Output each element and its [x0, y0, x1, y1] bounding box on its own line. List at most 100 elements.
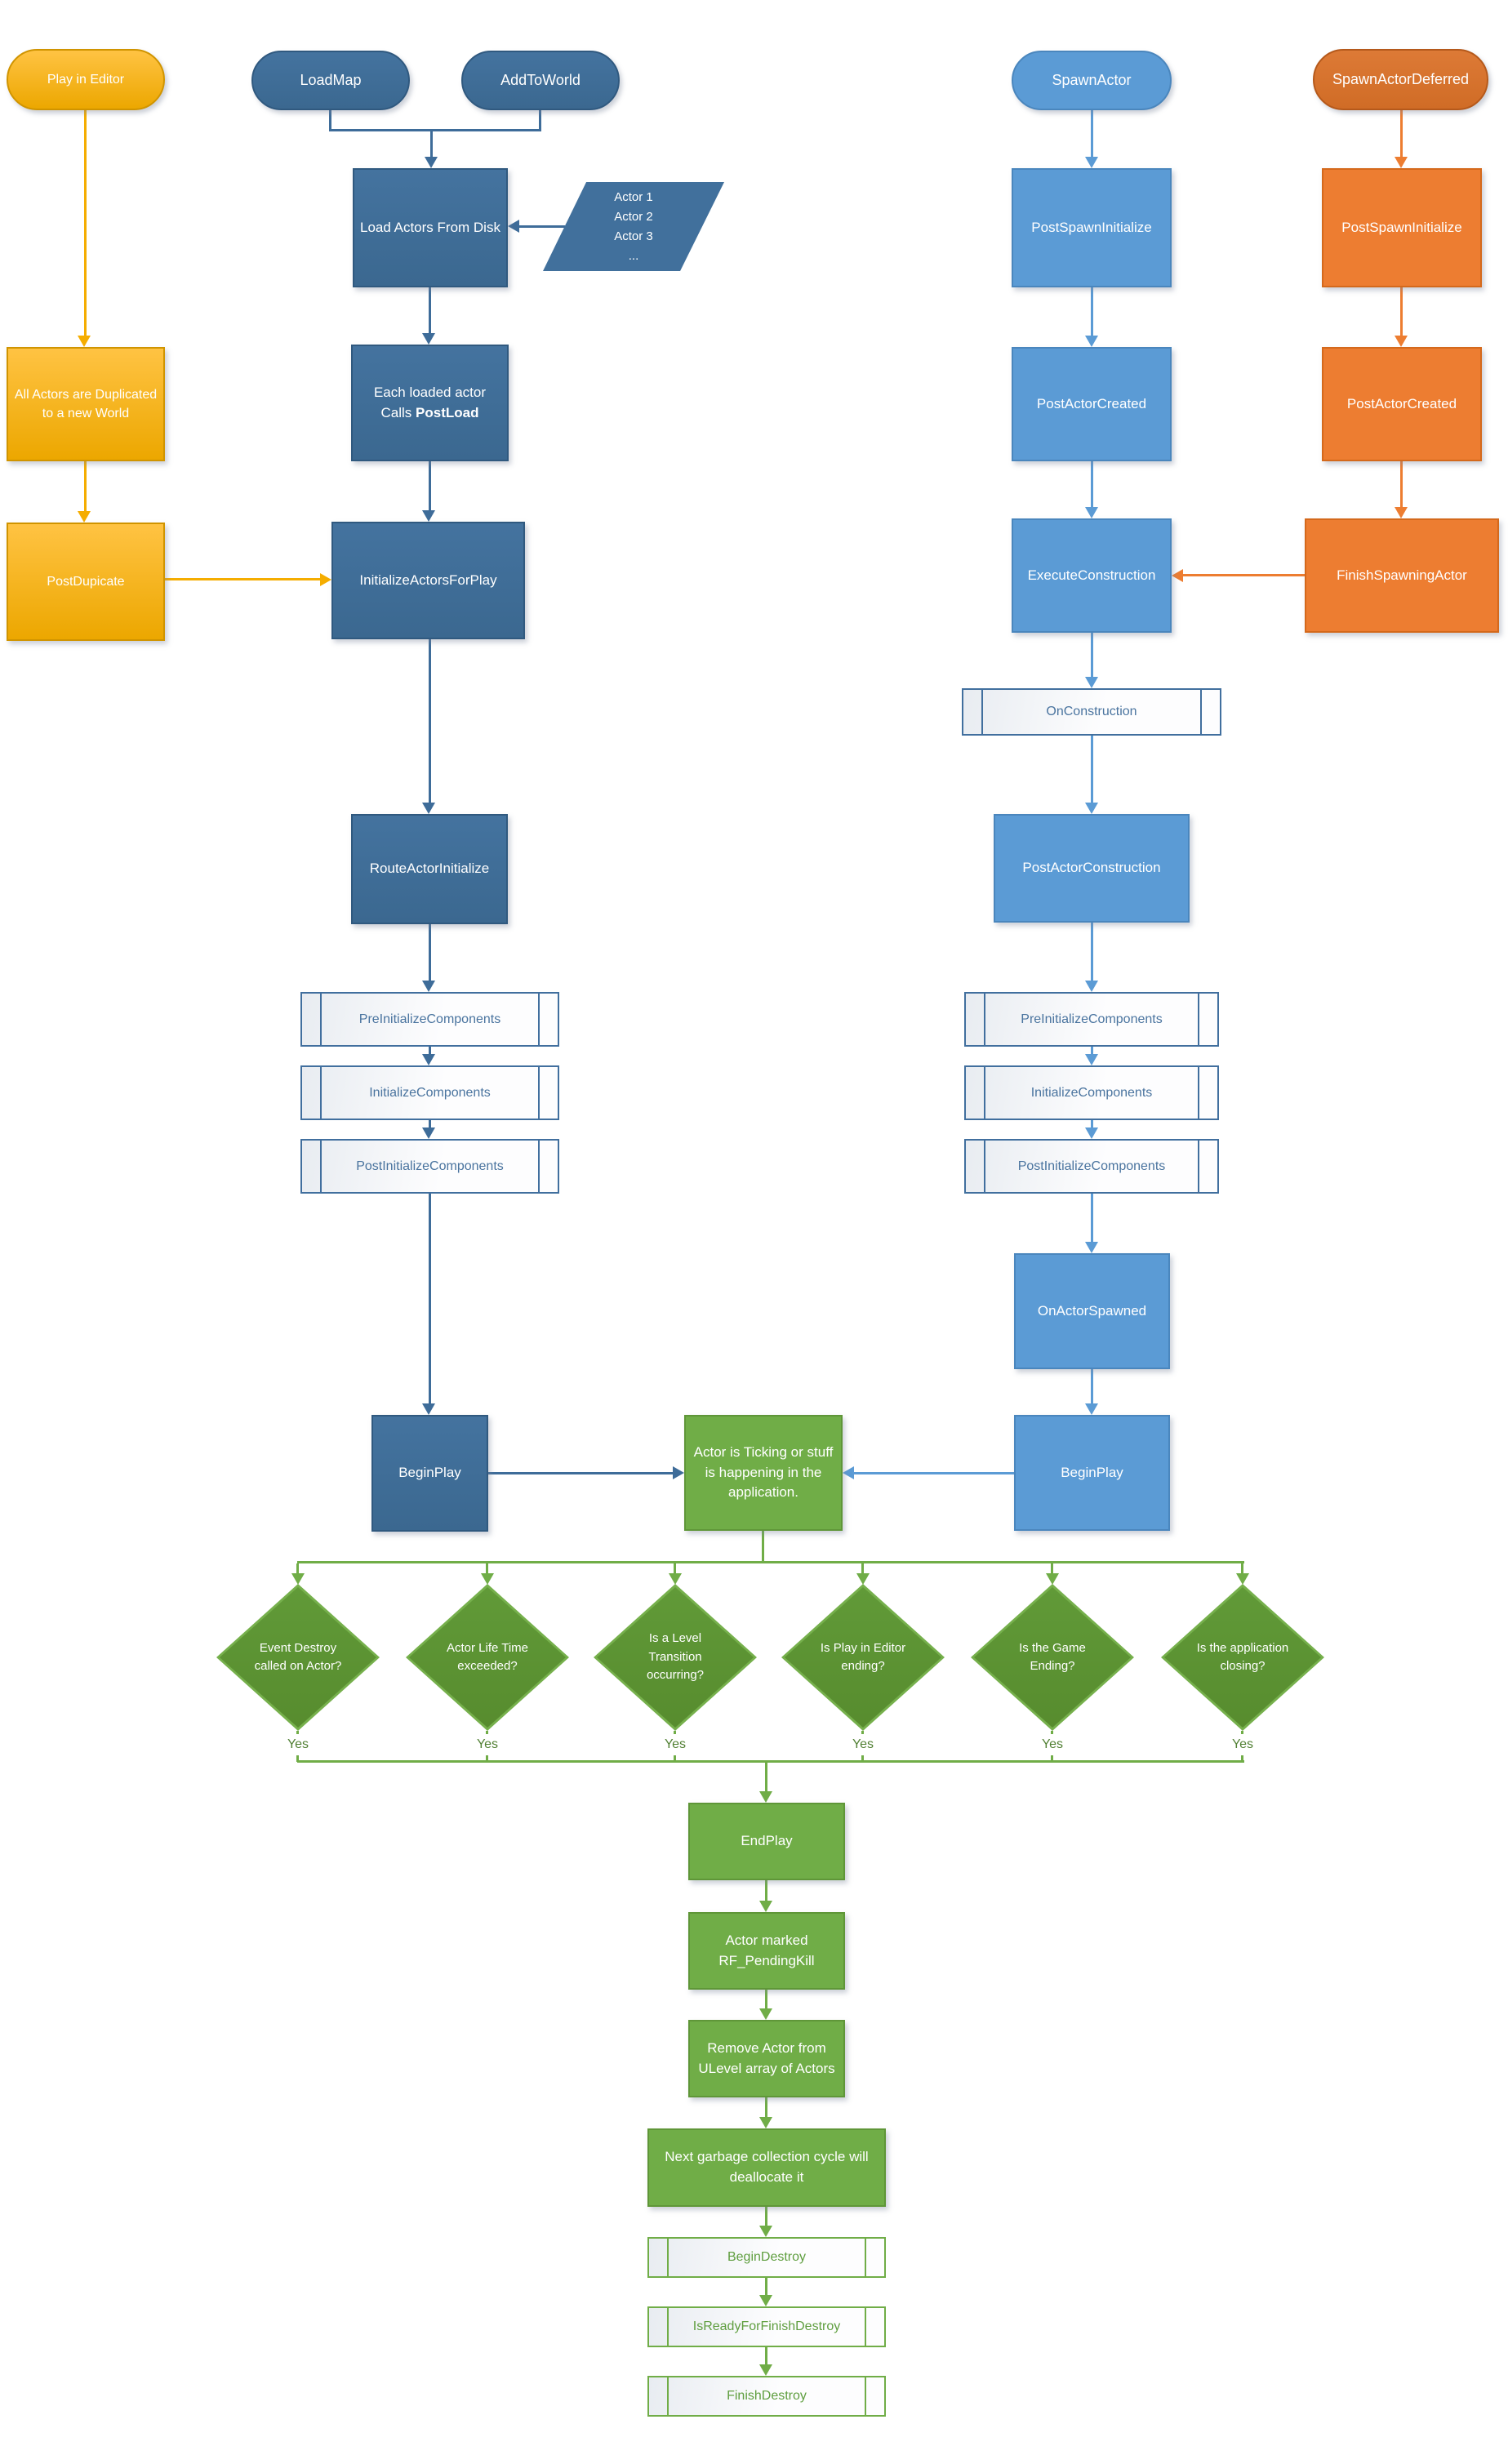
edge-line [539, 110, 541, 131]
arrowhead-icon [1395, 336, 1408, 347]
edge-line [1091, 633, 1093, 677]
yes-label: Yes [1032, 1734, 1073, 1755]
node-add-to-world: AddToWorld [461, 51, 620, 110]
edge-line [84, 110, 87, 336]
edge-line [429, 461, 431, 510]
arrowhead-icon [843, 1466, 854, 1479]
edge-line [1400, 110, 1403, 157]
actor-list-item: Actor 2 [614, 209, 653, 224]
arrowhead-icon [1085, 1403, 1098, 1415]
arrowhead-icon [1085, 157, 1098, 168]
edge-line [1091, 1120, 1093, 1127]
decision-level-transition: Is a Level Transition occurring? [594, 1584, 757, 1731]
decision-label: Event Destroy called on Actor? [254, 1640, 342, 1674]
actor-list-item: Actor 3 [614, 229, 653, 243]
node-post-actor-created-deferred: PostActorCreated [1322, 347, 1482, 461]
decision-life-time: Actor Life Time exceeded? [406, 1584, 569, 1731]
edge-line [861, 1563, 864, 1573]
node-on-actor-spawned: OnActorSpawned [1014, 1253, 1170, 1369]
node-actor-marked-pending-kill: Actor marked RF_PendingKill [688, 1912, 845, 1990]
yes-label: Yes [467, 1734, 508, 1755]
edge-line [488, 1472, 673, 1474]
arrowhead-icon [1085, 336, 1098, 347]
node-actor-ticking: Actor is Ticking or stuff is happening i… [684, 1415, 843, 1531]
arrowhead-icon [1172, 569, 1183, 582]
node-label: Each loaded actor Calls PostLoad [374, 383, 486, 423]
arrowhead-icon [1085, 1242, 1098, 1253]
node-play-in-editor: Play in Editor [7, 49, 165, 110]
arrowhead-icon [422, 1127, 435, 1139]
arrowhead-icon [1046, 1573, 1059, 1585]
decision-label: Is the Game Ending? [1019, 1640, 1086, 1674]
node-begin-destroy: BeginDestroy [647, 2237, 886, 2278]
edge-line [1091, 736, 1093, 803]
edge-line [765, 2347, 767, 2364]
arrowhead-icon [481, 1573, 494, 1585]
edge-line [430, 129, 433, 157]
decision-label: Is Play in Editor ending? [820, 1640, 906, 1674]
actor-list-item: Actor 1 [614, 189, 653, 204]
node-begin-play-load: BeginPlay [371, 1415, 488, 1532]
arrowhead-icon [1085, 981, 1098, 992]
node-begin-play-spawn: BeginPlay [1014, 1415, 1170, 1531]
arrowhead-icon [422, 1403, 435, 1415]
arrowhead-icon [78, 336, 91, 347]
node-route-actor-initialize: RouteActorInitialize [351, 814, 508, 924]
edge-line [1091, 110, 1093, 157]
arrowhead-icon [422, 981, 435, 992]
node-post-actor-created-spawn: PostActorCreated [1012, 347, 1172, 461]
edge-line [429, 1194, 431, 1403]
edge-line [765, 2278, 767, 2295]
arrowhead-icon [759, 2295, 772, 2306]
edge-line [1241, 1563, 1243, 1573]
yes-label: Yes [1222, 1734, 1263, 1755]
decision-event-destroy: Event Destroy called on Actor? [216, 1584, 380, 1731]
decision-pie-ending: Is Play in Editor ending? [781, 1584, 945, 1731]
actor-list-item: ... [628, 248, 639, 263]
yes-label: Yes [278, 1734, 318, 1755]
edge-line [765, 1763, 767, 1791]
edge-line [1091, 923, 1093, 981]
arrowhead-icon [320, 573, 331, 586]
edge-line [765, 2207, 767, 2226]
arrowhead-icon [422, 333, 435, 345]
arrowhead-icon [759, 1901, 772, 1912]
node-pre-initialize-components-load: PreInitializeComponents [300, 992, 559, 1047]
node-spawn-actor: SpawnActor [1012, 51, 1172, 110]
edge-line [296, 1563, 299, 1573]
node-initialize-components-load: InitializeComponents [300, 1065, 559, 1120]
arrowhead-icon [1236, 1573, 1249, 1585]
arrowhead-icon [669, 1573, 682, 1585]
node-is-ready-for-finish-destroy: IsReadyForFinishDestroy [647, 2306, 886, 2347]
node-initialize-actors-for-play: InitializeActorsForPlay [331, 522, 525, 639]
node-post-actor-construction: PostActorConstruction [994, 814, 1190, 923]
edge-line [329, 129, 541, 131]
arrowhead-icon [422, 510, 435, 522]
node-load-actors-from-disk: Load Actors From Disk [353, 168, 508, 287]
edge-line [762, 1531, 764, 1562]
node-all-actors-duplicated: All Actors are Duplicated to a new World [7, 347, 165, 461]
node-post-initialize-components-spawn: PostInitializeComponents [964, 1139, 1219, 1194]
edge-line [329, 110, 331, 131]
node-end-play: EndPlay [688, 1803, 845, 1880]
node-label-bold: PostLoad [416, 404, 479, 420]
arrowhead-icon [1085, 507, 1098, 518]
arrowhead-icon [78, 511, 91, 523]
node-garbage-collection: Next garbage collection cycle will deall… [647, 2128, 886, 2207]
arrowhead-icon [759, 1791, 772, 1803]
edge-line [429, 1047, 431, 1054]
arrowhead-icon [1395, 507, 1408, 518]
edge-line [1091, 1194, 1093, 1242]
edge-line [84, 461, 87, 511]
node-post-spawn-initialize-deferred: PostSpawnInitialize [1322, 168, 1482, 287]
decision-label: Actor Life Time exceeded? [446, 1640, 529, 1674]
node-post-spawn-initialize-spawn: PostSpawnInitialize [1012, 168, 1172, 287]
edge-line [1400, 287, 1403, 336]
node-label-line: Calls [380, 404, 412, 420]
yes-label: Yes [843, 1734, 883, 1755]
arrowhead-icon [759, 2364, 772, 2376]
node-finish-spawning-actor: FinishSpawningActor [1305, 518, 1499, 633]
arrowhead-icon [673, 1466, 684, 1479]
edge-line [1183, 574, 1305, 576]
arrowhead-icon [1085, 803, 1098, 814]
